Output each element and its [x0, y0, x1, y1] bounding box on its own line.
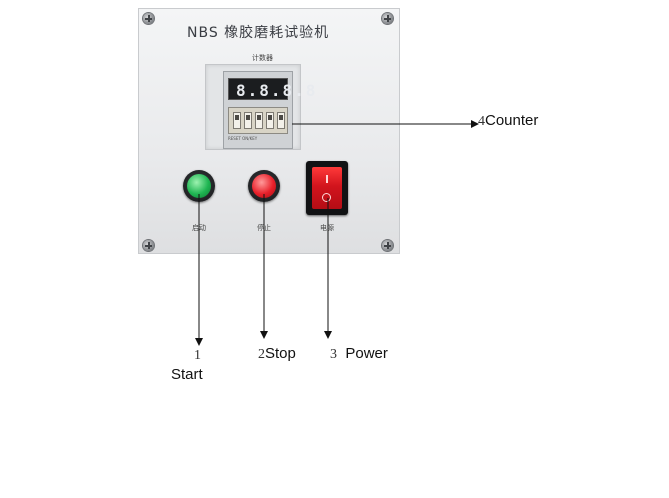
counter-callout: 4Counter	[478, 112, 538, 130]
counter-module: 8.8.8.8 RESET ON/KEY	[223, 71, 315, 149]
dip-switch[interactable]	[277, 112, 285, 129]
dip-switch[interactable]	[266, 112, 274, 129]
counter-display: 8.8.8.8	[228, 78, 315, 100]
start-callout-label: Start	[171, 366, 203, 383]
stop-callout-label: Stop	[265, 345, 296, 362]
power-callout: 3 Power	[330, 345, 388, 363]
dip-switch[interactable]	[244, 112, 252, 129]
counter-digits: 8.8.8.8	[236, 81, 318, 100]
counter-callout-number: 4	[478, 114, 485, 129]
screw-icon	[143, 13, 154, 24]
screw-icon	[382, 13, 393, 24]
power-rocker	[312, 167, 342, 209]
dip-switch-bank	[228, 107, 288, 134]
stop-callout-number: 2	[258, 347, 265, 362]
screw-icon	[143, 240, 154, 251]
counter-callout-label: Counter	[485, 112, 539, 129]
dip-switch[interactable]	[255, 112, 263, 129]
power-on-symbol-icon	[326, 175, 328, 183]
power-off-symbol-icon	[322, 193, 331, 202]
stop-callout: 2Stop	[258, 345, 296, 363]
start-callout-number: 1	[194, 348, 201, 363]
screw-icon	[382, 240, 393, 251]
power-panel-label: 电源	[320, 224, 334, 232]
counter-caption: 计数器	[252, 54, 273, 62]
power-callout-number: 3	[330, 347, 337, 362]
power-switch[interactable]	[306, 161, 348, 215]
dip-caption: RESET ON/KEY	[228, 136, 258, 141]
dip-switch[interactable]	[233, 112, 241, 129]
panel-title: NBS 橡胶磨耗试验机	[187, 25, 330, 41]
power-callout-label: Power	[345, 345, 388, 362]
control-panel: NBS 橡胶磨耗试验机 计数器 8.8.8.8 RESET ON/KEY 启动 …	[138, 8, 400, 254]
